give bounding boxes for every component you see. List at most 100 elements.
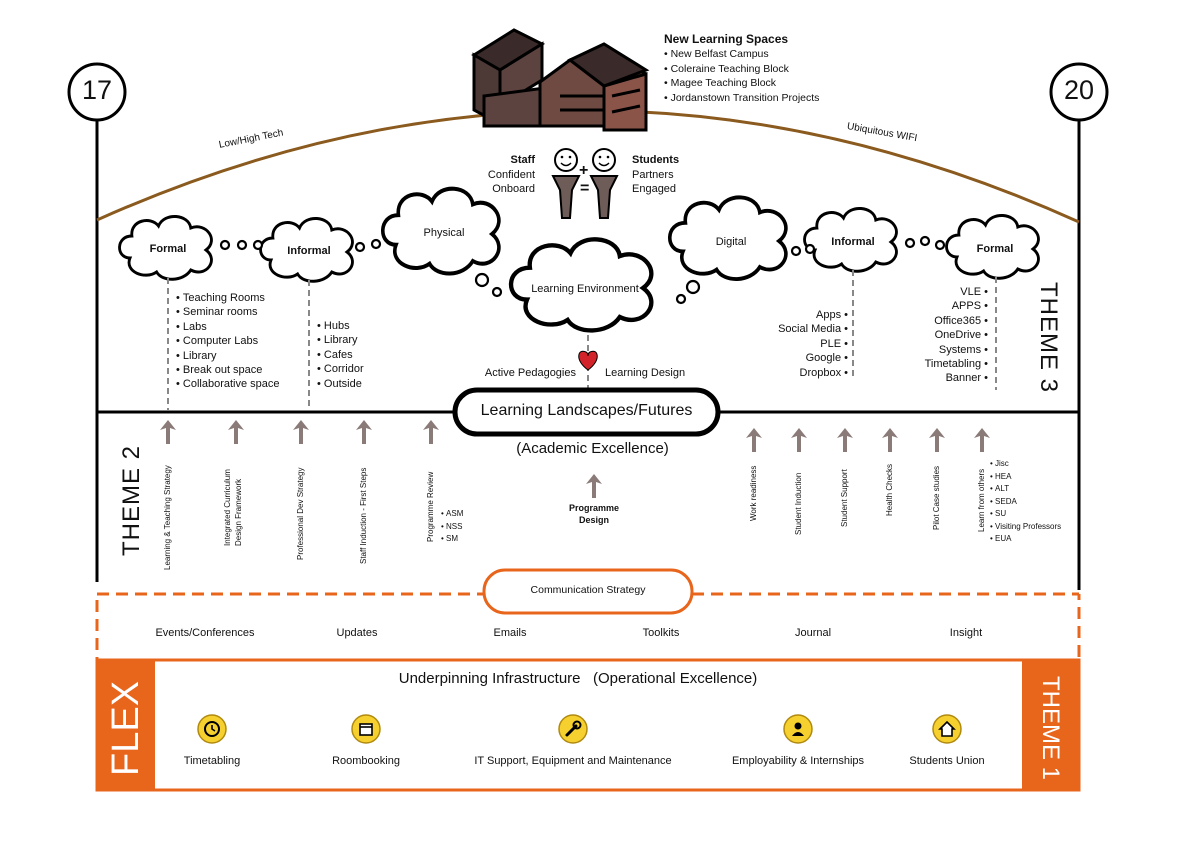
list-item: Apps bbox=[752, 308, 848, 322]
theme2-label: THEME 2 bbox=[118, 444, 145, 556]
list-item: Cafes bbox=[317, 348, 364, 362]
spaces-list: New Belfast Campus Coleraine Teaching Bl… bbox=[664, 47, 820, 106]
theme1-band bbox=[1022, 660, 1079, 790]
infrastructure-item-label: Timetabling bbox=[183, 755, 241, 767]
cloud-physical-label: Physical bbox=[423, 227, 465, 239]
theme2-item-label: Professional Dev Strategy bbox=[296, 467, 305, 561]
list-item: Google bbox=[752, 351, 848, 365]
physical-formal-list: Teaching Rooms Seminar rooms Labs Comput… bbox=[176, 291, 280, 392]
list-item: SEDA bbox=[990, 496, 1061, 509]
list-item: Teaching Rooms bbox=[176, 291, 280, 305]
list-item: Computer Labs bbox=[176, 334, 280, 348]
calendar-icon bbox=[351, 714, 381, 744]
list-item: Break out space bbox=[176, 363, 280, 377]
theme2-item-label: Integrated Curriculum Design Framework bbox=[223, 469, 243, 546]
theme2-item-label: Staff Induction - First Steps bbox=[359, 467, 368, 564]
wrench-icon bbox=[558, 714, 588, 744]
digital-formal-list: VLE APPS Office365 OneDrive Systems Time… bbox=[900, 285, 988, 386]
list-item: Labs bbox=[176, 320, 280, 334]
list-item: Hubs bbox=[317, 319, 364, 333]
programme-design-line-2: Design bbox=[578, 515, 609, 525]
list-item: EUA bbox=[990, 533, 1061, 546]
list-item: HEA bbox=[990, 471, 1061, 484]
list-item: VLE bbox=[900, 285, 988, 299]
landscapes-pill bbox=[452, 387, 721, 437]
communication-pill bbox=[482, 568, 694, 615]
list-item: APPS bbox=[900, 299, 988, 313]
list-item: Social Media bbox=[752, 322, 848, 336]
building-icon bbox=[471, 28, 650, 132]
infrastructure-item-label: Students Union bbox=[909, 755, 985, 767]
list-item: NSS bbox=[441, 521, 463, 534]
list-item: Jordanstown Transition Projects bbox=[664, 91, 820, 106]
communication-item: Toolkits bbox=[642, 627, 680, 639]
list-item: New Belfast Campus bbox=[664, 47, 819, 62]
infrastructure-item-label: Roombooking bbox=[332, 755, 400, 767]
cloud-informal-left-label: Informal bbox=[287, 245, 331, 257]
right-item-label: Health Checks bbox=[885, 463, 894, 516]
staff-line-2: Onboard bbox=[492, 183, 535, 195]
list-item: SM bbox=[441, 533, 463, 546]
theme3-label: THEME 3 bbox=[1035, 282, 1062, 394]
timeline-start-circle bbox=[67, 62, 127, 122]
staff-title: Staff bbox=[510, 154, 535, 166]
flex-band bbox=[97, 660, 155, 790]
spaces-title: New Learning Spaces bbox=[664, 32, 789, 46]
theme2-item-label: Learning & Teaching Strategy bbox=[163, 465, 172, 570]
cloud-formal-left-label: Formal bbox=[149, 243, 187, 255]
timeline-end-label: 20 bbox=[1063, 75, 1095, 105]
timeline-start-label: 17 bbox=[81, 75, 113, 105]
timeline-end-circle bbox=[1049, 62, 1109, 122]
staff-line-1: Confident bbox=[487, 169, 535, 181]
students-title: Students bbox=[632, 154, 680, 166]
list-item: PLE bbox=[752, 337, 848, 351]
list-item: OneDrive bbox=[900, 328, 988, 342]
right-item-label: Pilot Case studies bbox=[932, 465, 941, 530]
academic-excellence-label: (Academic Excellence) bbox=[516, 440, 669, 457]
theme2-item-label: Programme Review bbox=[426, 471, 435, 542]
staff-figure-icon bbox=[551, 148, 581, 219]
right-item-label: Work readiness bbox=[749, 465, 758, 521]
infrastructure-title: Underpinning Infrastructure (Operational… bbox=[398, 670, 758, 687]
person-icon bbox=[783, 714, 813, 744]
infrastructure-box bbox=[95, 658, 1081, 792]
communication-item: Journal bbox=[794, 627, 832, 639]
list-item: Library bbox=[317, 333, 364, 347]
heart-icon bbox=[578, 350, 598, 371]
programme-review-sublist: ASM NSS SM bbox=[441, 508, 463, 546]
cloud-learning-environment-label: Learning Environment bbox=[531, 283, 639, 295]
list-item: Corridor bbox=[317, 362, 364, 376]
list-item: ASM bbox=[441, 508, 463, 521]
list-item: Outside bbox=[317, 377, 364, 391]
equals-sign: = bbox=[580, 180, 590, 197]
cloud-digital-label: Digital bbox=[715, 236, 747, 248]
theme1-label: THEME 1 bbox=[1037, 676, 1064, 781]
learn-from-others-sublist: Jisc HEA ALT SEDA SU Visiting Professors… bbox=[990, 458, 1061, 546]
plus-sign: + bbox=[579, 162, 589, 179]
list-item: Magee Teaching Block bbox=[664, 76, 819, 91]
right-item-label: Student Induction bbox=[794, 472, 803, 535]
communication-item: Updates bbox=[336, 627, 378, 639]
physical-informal-list: Hubs Library Cafes Corridor Outside bbox=[317, 319, 364, 391]
learning-design-label: Learning Design bbox=[605, 367, 686, 379]
up-arrows bbox=[160, 420, 990, 498]
right-item-label: Student Support bbox=[840, 469, 849, 527]
communication-item: Emails bbox=[493, 627, 527, 639]
flex-label: FLEX bbox=[105, 680, 147, 776]
list-item: Systems bbox=[900, 343, 988, 357]
connector-dots bbox=[219, 235, 946, 305]
programme-design-line-1: Programme bbox=[568, 503, 620, 513]
list-item: Office365 bbox=[900, 314, 988, 328]
digital-informal-list: Apps Social Media PLE Google Dropbox bbox=[752, 308, 848, 380]
list-item: Library bbox=[176, 349, 280, 363]
communication-item: Events/Conferences bbox=[155, 627, 255, 639]
list-item: Visiting Professors bbox=[990, 521, 1061, 534]
list-item: ALT bbox=[990, 483, 1061, 496]
infrastructure-item-label: IT Support, Equipment and Maintenance bbox=[474, 755, 672, 767]
cloud-informal-right-label: Informal bbox=[831, 236, 875, 248]
infrastructure-item-label: Employability & Internships bbox=[731, 755, 865, 767]
students-line-1: Partners bbox=[632, 169, 674, 181]
communication-item: Insight bbox=[949, 627, 983, 639]
